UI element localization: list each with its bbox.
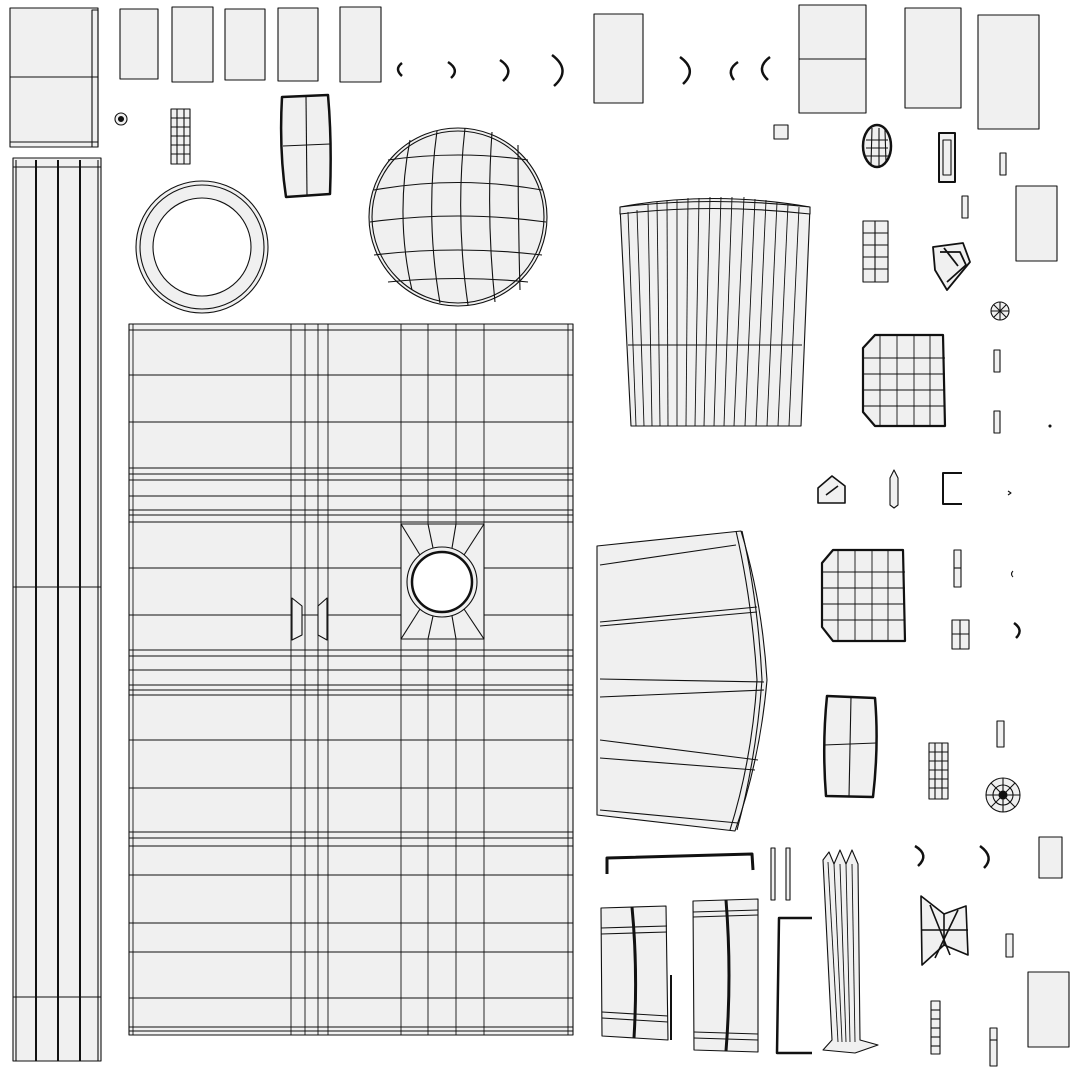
uv-island-pin-4 (993, 410, 1001, 434)
uv-island-pleated-panel (619, 196, 811, 427)
uv-island-pin-3 (993, 349, 1001, 373)
uv-island-grid-tall (862, 220, 889, 283)
uv-island-block-mid-top (593, 13, 644, 104)
uv-island-oval-grid (861, 123, 893, 169)
uv-island-hook-right-1 (1013, 621, 1021, 639)
uv-island-long-bracket (775, 916, 812, 1055)
uv-island-tiny-star (114, 112, 128, 126)
uv-island-panel-hole (400, 523, 485, 640)
uv-island-grid-small (170, 108, 191, 165)
uv-island-grid-narrow (928, 742, 949, 800)
uv-island-pin-split (953, 549, 962, 588)
uv-island-rounded-cap (279, 93, 332, 199)
uv-island-chain (930, 1000, 941, 1055)
uv-island-strip-2 (171, 6, 214, 83)
uv-island-sphere (368, 127, 548, 307)
uv-island-panel-slot (291, 597, 328, 641)
uv-island-folded-piece (932, 242, 971, 291)
uv-island-left-tall-strip (12, 157, 102, 1062)
uv-island-ring (135, 180, 269, 314)
uv-island-pin-2 (961, 195, 969, 219)
uv-island-strip-5 (339, 6, 382, 83)
uv-island-radial-disk (985, 777, 1021, 813)
uv-island-corner-bracket (817, 475, 846, 504)
uv-island-dot (1048, 424, 1052, 428)
uv-island-tiny-square (773, 124, 789, 140)
uv-island-hook-bottom-1 (914, 844, 925, 867)
uv-island-block-bottom-right (1027, 971, 1070, 1048)
uv-island-star-disk (990, 301, 1010, 321)
uv-island-thin-spike (889, 469, 899, 509)
uv-island-bent-strip-1 (600, 905, 672, 1041)
uv-island-hooks-top (396, 54, 771, 87)
uv-island-pin-1 (999, 152, 1007, 176)
uv-island-hook-bottom-2 (979, 844, 990, 869)
uv-island-framed-slot (938, 132, 956, 183)
uv-island-pin-6 (1005, 933, 1014, 958)
uv-island-top-left-panel (9, 7, 99, 148)
uv-island-curved-shell (596, 530, 768, 832)
uv-island-spiked-column (822, 849, 879, 1054)
uv-island-strip-4 (277, 7, 319, 82)
uv-island-window-grid (951, 619, 970, 650)
uv-island-box-grid-1 (861, 333, 947, 428)
uv-island-tiny-mark-1 (1007, 490, 1012, 496)
uv-island-strip-3 (224, 8, 266, 81)
uv-island-strip-1 (119, 8, 159, 80)
uv-island-pin-7 (989, 1027, 998, 1067)
uv-island-pin-5 (996, 720, 1005, 748)
uv-island-bowtie (920, 895, 969, 966)
uv-island-block-right-2 (977, 14, 1040, 130)
uv-islands (9, 4, 1070, 1067)
uv-island-block-split-top (798, 4, 867, 114)
uv-island-rail (605, 852, 755, 874)
uv-island-block-small-right (1038, 836, 1063, 879)
uv-island-rounded-cap-2 (822, 694, 878, 799)
uv-island-main-panel (128, 323, 574, 1036)
uv-island-c-bracket (942, 472, 962, 505)
uv-island-block-right-1 (904, 7, 962, 109)
uv-island-block-right-3 (1015, 185, 1058, 262)
uv-island-box-grid-2 (820, 548, 907, 643)
uv-island-bent-strip-2 (692, 898, 759, 1053)
uv-island-rods (770, 847, 791, 901)
uv-island-tiny-mark-2 (1010, 570, 1014, 578)
